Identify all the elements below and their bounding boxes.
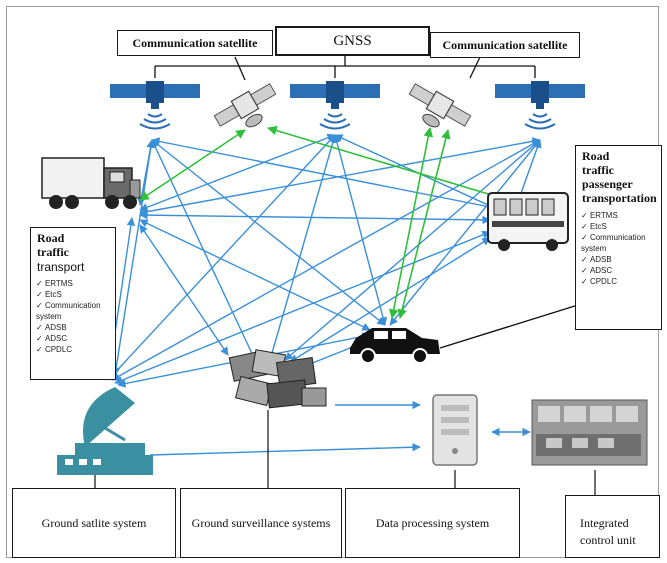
list-item: ADSC <box>581 265 661 276</box>
communication-satellite-icon <box>408 83 472 128</box>
list-item: Communication system <box>581 232 661 254</box>
list-item: EtcS <box>36 289 116 300</box>
bus-icon <box>487 192 569 251</box>
flow-arrows <box>149 400 531 456</box>
car-link-arrow <box>439 304 579 349</box>
bottom-drop-lines <box>94 410 596 495</box>
gnss-satellite-icon <box>110 81 200 130</box>
ground-surveillance-systems-box: Ground surveillance systems <box>180 488 342 558</box>
list-item: CPDLC <box>581 276 661 287</box>
list-item: Communication system <box>36 300 116 322</box>
road-transport-title-1: Road <box>37 231 65 245</box>
integrated-control-unit-box: Integrated control unit <box>565 495 660 558</box>
list-item: ERTMS <box>36 278 116 289</box>
road-traffic-transport-box: Road traffic transport ERTMS EtcS Commun… <box>30 227 116 380</box>
road-transport-title-3: transport <box>37 260 85 274</box>
communication-satellite-left-label: Communication satellite <box>117 30 273 56</box>
list-item: ADSB <box>36 322 116 333</box>
road-transport-list: ERTMS EtcS Communication system ADSB ADS… <box>36 278 116 355</box>
gnss-satellite-icon <box>290 81 380 130</box>
road-traffic-passenger-box: Road traffic passenger transportation ER… <box>575 145 662 330</box>
list-item: EtcS <box>581 221 661 232</box>
ground-satellite-system-box: Ground satlite system <box>12 488 176 558</box>
communication-satellite-right-label: Communication satellite <box>430 32 580 58</box>
control-room-image <box>531 399 648 466</box>
list-item: CPDLC <box>36 344 116 355</box>
passenger-title-4: transportation <box>582 191 657 205</box>
gnss-label: GNSS <box>275 26 430 56</box>
list-item: ADSB <box>581 254 661 265</box>
ground-surveillance-image <box>228 349 327 409</box>
gnss-satellite-icon <box>495 81 585 130</box>
list-item: ERTMS <box>581 210 661 221</box>
blue-links <box>104 133 542 388</box>
passenger-title-1: Road <box>582 149 610 163</box>
control-unit-line-1: Integrated <box>580 516 629 530</box>
server-tower-icon <box>432 394 478 466</box>
road-transport-title-2: traffic <box>37 245 69 259</box>
ground-satellite-dish-icon <box>57 387 153 475</box>
green-links <box>139 125 526 319</box>
passenger-title-3: passenger <box>582 177 633 191</box>
data-processing-system-box: Data processing system <box>345 488 520 558</box>
gnss-tree-lines <box>154 55 536 81</box>
passenger-title-2: traffic <box>582 163 614 177</box>
communication-satellite-icon <box>213 83 277 128</box>
car-icon <box>350 328 440 364</box>
truck-icon <box>41 157 141 209</box>
passenger-list: ERTMS EtcS Communication system ADSB ADS… <box>581 210 661 287</box>
list-item: ADSC <box>36 333 116 344</box>
control-unit-line-2: control unit <box>580 533 636 547</box>
